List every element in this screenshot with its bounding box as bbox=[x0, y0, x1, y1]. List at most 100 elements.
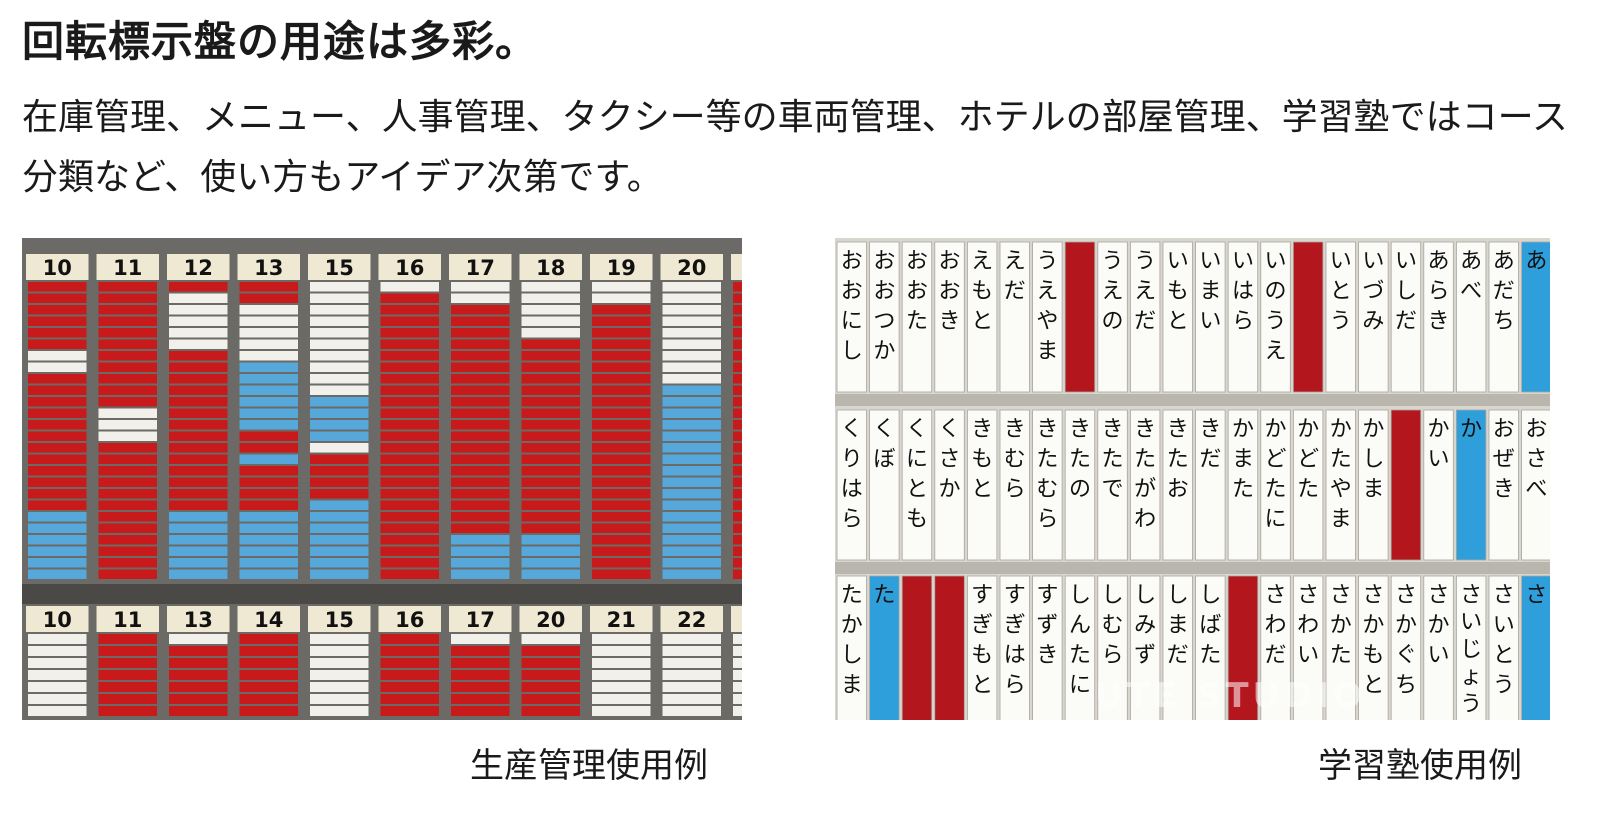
tab-name-character: え bbox=[1036, 279, 1058, 304]
board-slot bbox=[380, 454, 439, 464]
board-slot bbox=[310, 489, 369, 499]
board-slot bbox=[28, 466, 87, 476]
tab-name-character: が bbox=[1134, 477, 1156, 502]
tab-name-character: う bbox=[1493, 673, 1515, 698]
column-number-label: 16 bbox=[395, 256, 424, 280]
tab-name-character: う bbox=[1265, 309, 1287, 334]
tab-name-character: さ bbox=[1525, 583, 1547, 608]
board-slot bbox=[451, 512, 510, 522]
board-slot bbox=[451, 658, 510, 668]
tab-name-character: た bbox=[1297, 477, 1319, 502]
board-column: 11 bbox=[96, 606, 159, 716]
board-slot bbox=[662, 293, 721, 303]
board-slot bbox=[521, 408, 580, 418]
tab-name-character: さ bbox=[1428, 583, 1450, 608]
name-tab: すずき bbox=[1032, 575, 1063, 720]
tab-name-character: み bbox=[1362, 309, 1384, 334]
board-column: 14 bbox=[237, 606, 300, 716]
board-slot bbox=[169, 466, 228, 476]
board-slot bbox=[451, 454, 510, 464]
tab-name-character: べ bbox=[1525, 477, 1547, 502]
column-label-plate bbox=[167, 606, 230, 632]
board-slot bbox=[28, 512, 87, 522]
board-slot bbox=[98, 282, 157, 292]
tab-name-character: か bbox=[1395, 613, 1417, 638]
board-slot bbox=[733, 694, 742, 704]
board-slot bbox=[662, 500, 721, 510]
tab-name-character: た bbox=[1330, 447, 1352, 472]
tab-name-character: か bbox=[1232, 417, 1254, 442]
tab-name-character: む bbox=[1036, 477, 1058, 502]
tab-name-character: と bbox=[971, 309, 993, 334]
tab-card bbox=[869, 575, 900, 720]
board-slot bbox=[733, 374, 742, 384]
name-tab: いはら bbox=[1227, 241, 1259, 393]
board-slot bbox=[239, 351, 298, 361]
tab-card bbox=[869, 241, 900, 393]
board-slot bbox=[733, 569, 742, 579]
tab-name-character: さ bbox=[939, 447, 961, 472]
board-slot bbox=[169, 670, 228, 680]
name-tab bbox=[1227, 575, 1259, 720]
tab-name-character: ど bbox=[1297, 447, 1319, 472]
board-slot bbox=[521, 362, 580, 372]
board-slot bbox=[98, 706, 157, 716]
board-slot bbox=[733, 316, 742, 326]
board-slot bbox=[662, 523, 721, 533]
tab-name-character: あ bbox=[1460, 249, 1482, 274]
column-number-label: 15 bbox=[325, 608, 354, 632]
tab-name-character: ま bbox=[1330, 507, 1352, 532]
board-slot bbox=[592, 420, 651, 430]
tab-name-character: い bbox=[1460, 610, 1482, 635]
board-slot bbox=[521, 634, 580, 644]
board-slot bbox=[169, 523, 228, 533]
board-slot bbox=[98, 512, 157, 522]
board-slot bbox=[733, 420, 742, 430]
tab-card bbox=[1227, 241, 1259, 393]
board-slot bbox=[98, 293, 157, 303]
tab-name-character: ど bbox=[1265, 447, 1287, 472]
cram-school-board-illustration: おおにしおおつかおおたおおきえもとえだうえやまうえのうえだいもといまいいはらいの… bbox=[835, 238, 1550, 720]
board-slot bbox=[380, 351, 439, 361]
board-slot bbox=[592, 466, 651, 476]
tab-card bbox=[934, 409, 965, 561]
tab-name-character: だ bbox=[1134, 309, 1156, 334]
tab-card bbox=[869, 409, 900, 561]
board-slot bbox=[733, 646, 742, 656]
name-tab: かどた bbox=[1292, 409, 1324, 561]
board-slot bbox=[28, 546, 87, 556]
name-tab: うえの bbox=[1097, 241, 1128, 393]
board-slot bbox=[592, 328, 651, 338]
tab-name-character: え bbox=[1102, 279, 1124, 304]
tab-name-character: さ bbox=[1525, 447, 1547, 472]
board-slot bbox=[310, 670, 369, 680]
board-column: 10 bbox=[26, 254, 89, 579]
description-text: 在庫管理、メニュー、人事管理、タクシー等の車両管理、ホテルの部屋管理、学習塾では… bbox=[22, 97, 1568, 198]
board-slot bbox=[592, 706, 651, 716]
board-slot bbox=[28, 385, 87, 395]
tab-name-character: ず bbox=[1036, 613, 1058, 638]
board-slot bbox=[451, 443, 510, 453]
board-slot bbox=[733, 535, 742, 545]
tab-card bbox=[1064, 241, 1096, 393]
board-slot bbox=[98, 489, 157, 499]
column-number-label: 10 bbox=[43, 608, 72, 632]
name-tab: きたお bbox=[1162, 409, 1193, 561]
board-slot bbox=[733, 523, 742, 533]
tab-name-character: と bbox=[971, 477, 993, 502]
board-slot bbox=[380, 658, 439, 668]
board-slot bbox=[733, 634, 742, 644]
tab-name-character: さ bbox=[1330, 583, 1352, 608]
board-slot bbox=[310, 546, 369, 556]
board-slot bbox=[592, 374, 651, 384]
board-slot bbox=[451, 282, 510, 292]
board-slot bbox=[98, 477, 157, 487]
column-number-label: 20 bbox=[677, 256, 706, 280]
board-slot bbox=[169, 500, 228, 510]
tab-name-character: だ bbox=[1493, 279, 1515, 304]
board-slot bbox=[28, 454, 87, 464]
tab-card bbox=[1195, 575, 1226, 720]
board-slot bbox=[733, 397, 742, 407]
